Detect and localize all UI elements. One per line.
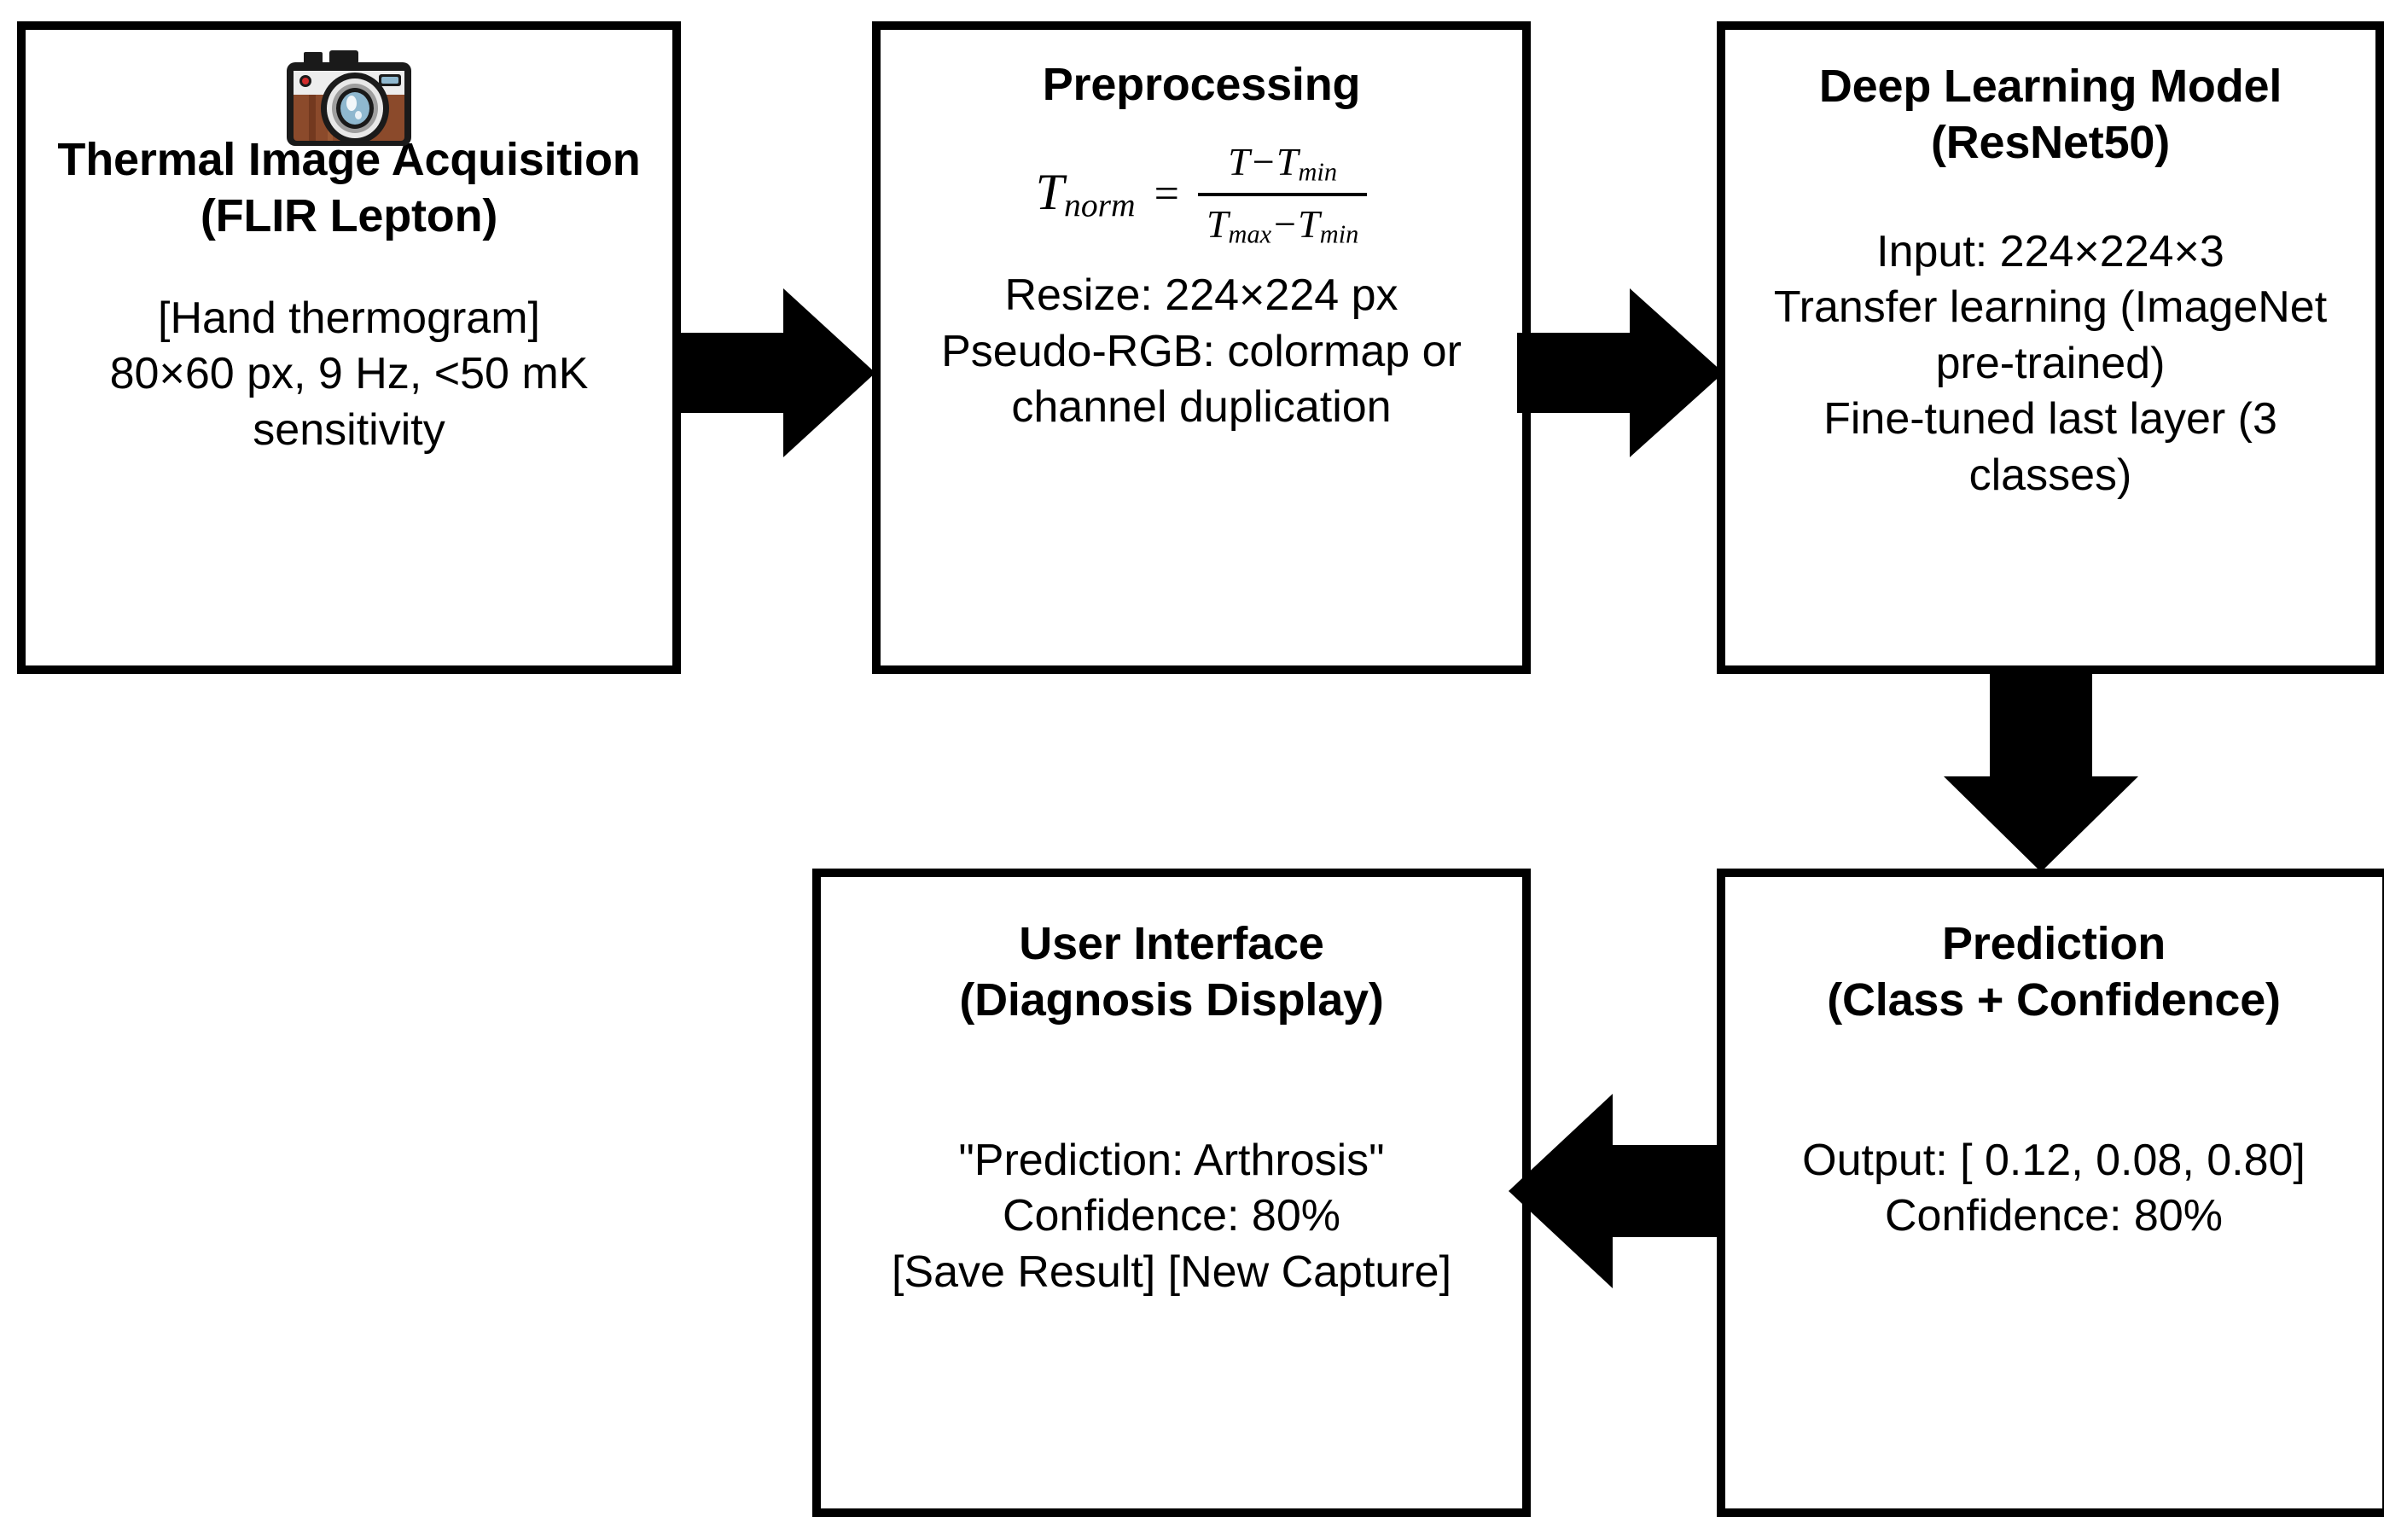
formula-lhs-base: T <box>1035 164 1065 221</box>
camera-icon <box>287 50 411 146</box>
node-title: Preprocessing <box>1042 59 1361 110</box>
arrow-model-to-prediction-icon <box>1944 667 2138 872</box>
arrow-preprocessing-to-model-icon <box>1517 288 1724 457</box>
node-body: "Prediction: Arthrosis" Confidence: 80% … <box>891 1135 1452 1297</box>
arrow-prediction-to-user-interface-icon <box>1509 1094 1724 1288</box>
node-deep-learning-model[interactable]: Deep Learning Model (ResNet50) Input: 22… <box>1717 21 2384 674</box>
arrow-acquisition-to-preprocessing-icon <box>672 288 875 457</box>
node-preprocessing[interactable]: Preprocessing Tnorm = T−Tmin Tmax−Tmin R… <box>872 21 1531 674</box>
node-body: Resize: 224×224 px Pseudo-RGB: colormap … <box>941 270 1462 433</box>
node-body: [Hand thermogram] 80×60 px, 9 Hz, <50 mK… <box>109 293 589 455</box>
formula-denominator: Tmax−Tmin <box>1197 192 1368 250</box>
num-base2: T <box>1276 139 1299 183</box>
formula-fraction: T−Tmin Tmax−Tmin <box>1197 139 1368 250</box>
formula-numerator: T−Tmin <box>1219 139 1346 193</box>
den-base2: T <box>1298 201 1320 246</box>
node-body: Output: [ 0.12, 0.08, 0.80] Confidence: … <box>1802 1135 2306 1241</box>
den-sub2: min <box>1319 219 1359 249</box>
den-minus: − <box>1271 201 1299 246</box>
node-thermal-image-acquisition[interactable]: Thermal Image Acquisition (FLIR Lepton) … <box>17 21 681 674</box>
normalization-formula: Tnorm = T−Tmin Tmax−Tmin <box>1036 139 1368 249</box>
node-title: Prediction (Class + Confidence) <box>1827 918 2281 1026</box>
formula-lhs-sub: norm <box>1064 186 1136 224</box>
num-base1: T <box>1228 139 1250 183</box>
den-base1: T <box>1206 201 1229 246</box>
num-minus: − <box>1249 139 1276 183</box>
den-sub1: max <box>1228 219 1272 249</box>
node-title: User Interface (Diagnosis Display) <box>959 918 1384 1026</box>
node-title: Deep Learning Model (ResNet50) <box>1818 61 2282 168</box>
formula-equals: = <box>1154 170 1179 219</box>
num-sub2: min <box>1298 157 1338 187</box>
node-body: Input: 224×224×3 Transfer learning (Imag… <box>1773 226 2328 500</box>
node-title: Thermal Image Acquisition (FLIR Lepton) <box>57 134 641 241</box>
node-user-interface[interactable]: User Interface (Diagnosis Display) "Pred… <box>812 869 1531 1517</box>
node-prediction[interactable]: Prediction (Class + Confidence) Output: … <box>1717 869 2384 1517</box>
